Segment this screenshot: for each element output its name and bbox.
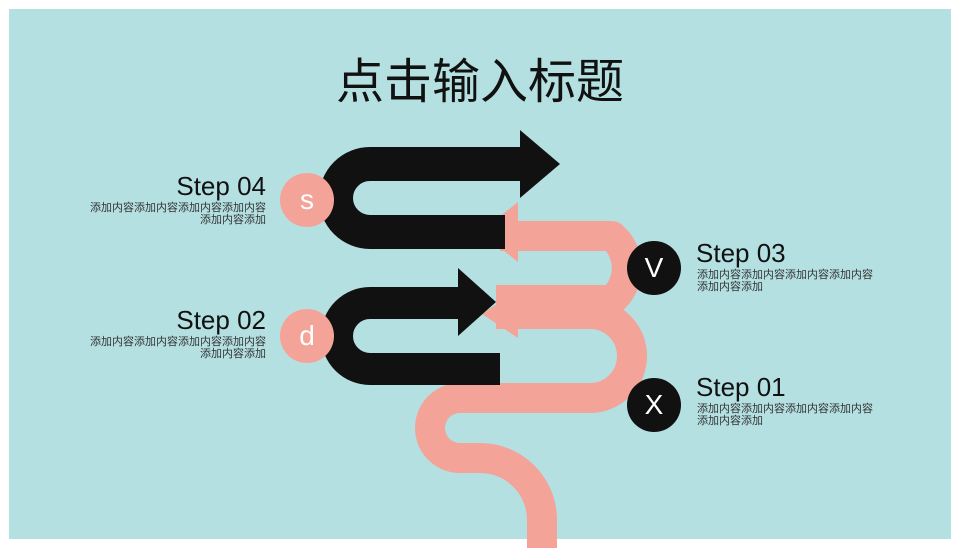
step-03-icon: V	[627, 241, 681, 295]
step-03-title[interactable]: Step 03	[696, 238, 786, 268]
step-04-title[interactable]: Step 04	[176, 171, 266, 201]
black-lower-path	[321, 287, 500, 385]
step-02-icon: d	[280, 309, 334, 363]
pink-upper-path	[496, 221, 642, 315]
black-arrowhead-lower	[458, 268, 496, 336]
black-arrowhead-upper	[520, 130, 560, 198]
step-02-description[interactable]: 添加内容添加内容添加内容添加内容添加内容添加	[90, 335, 266, 360]
step-03-description[interactable]: 添加内容添加内容添加内容添加内容添加内容添加	[697, 268, 873, 293]
black-upper-path	[319, 147, 528, 249]
pink-winding-path	[415, 299, 647, 548]
step-02-title[interactable]: Step 02	[176, 305, 266, 335]
page-title[interactable]: 点击输入标题	[335, 54, 624, 110]
step-01-title[interactable]: Step 01	[696, 372, 786, 402]
step-01-icon: X	[627, 378, 681, 432]
step-04-icon: s	[280, 173, 334, 227]
step-01-description[interactable]: 添加内容添加内容添加内容添加内容添加内容添加	[697, 402, 873, 427]
step-04-description[interactable]: 添加内容添加内容添加内容添加内容添加内容添加	[90, 201, 266, 226]
